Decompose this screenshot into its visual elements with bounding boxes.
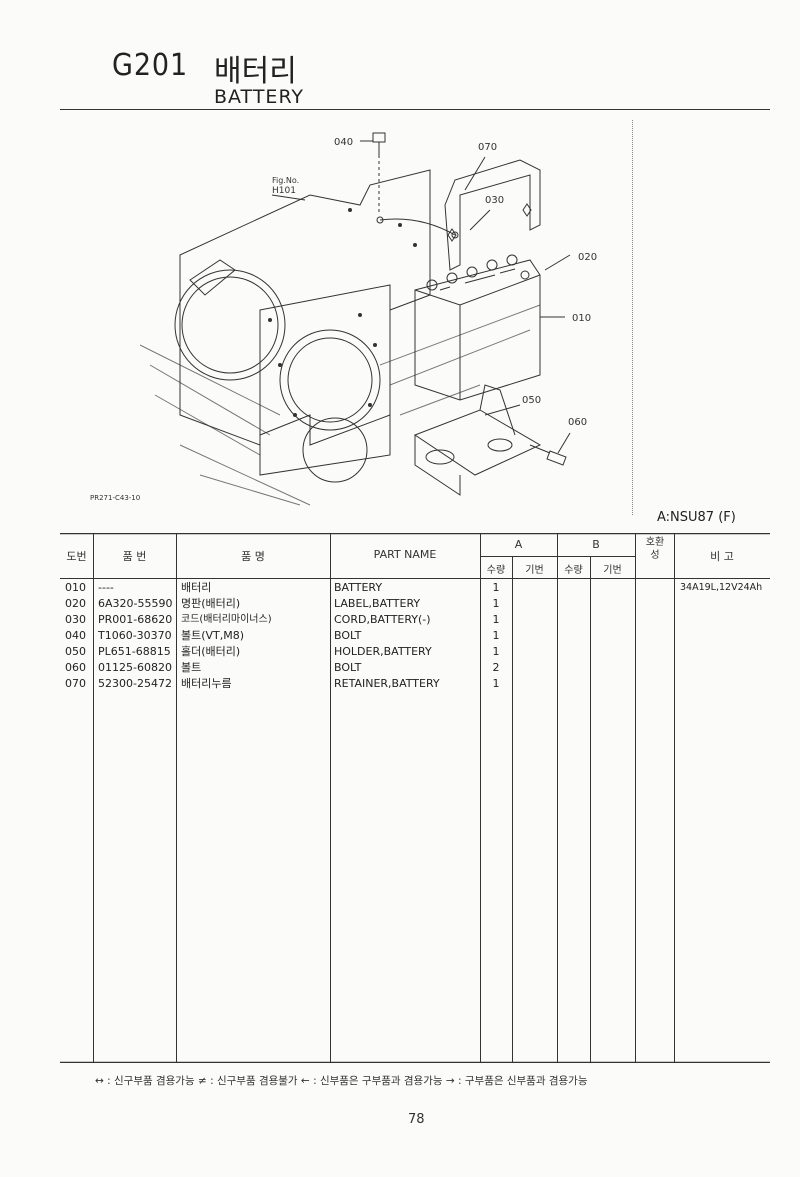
header-group-b: B (592, 538, 600, 551)
callout-060: 060 (568, 417, 587, 428)
cell-name-ko: 코드(배터리마이너스) (181, 614, 272, 625)
header-base-a: 기번 (525, 565, 544, 576)
header-qty-a: 수량 (486, 565, 506, 576)
header-compat: 호환성 (645, 537, 665, 561)
page-code: G201 (112, 48, 189, 83)
header-part-name: PART NAME (373, 548, 437, 561)
callout-070: 070 (478, 142, 497, 153)
cell-name-ko: 배터리 (181, 581, 212, 594)
page-title-english: BATTERY (214, 86, 305, 108)
cell-qty-a: 1 (492, 645, 500, 658)
header-rule (60, 109, 770, 110)
page-number: 78 (408, 1112, 425, 1127)
cell-part-name: BOLT (334, 661, 362, 674)
cell-part-no: ---- (98, 581, 114, 594)
cell-part-no: 52300-25472 (98, 677, 172, 690)
cell-part-name: BATTERY (334, 581, 383, 594)
cell-part-no: PR001-68620 (98, 613, 173, 626)
header-remarks: 비 고 (710, 550, 734, 563)
compatibility-legend: ↔ : 신구부품 겸용가능 ≠ : 신구부품 겸용불가 ← : 신부품은 구부품… (95, 1075, 588, 1087)
cell-name-ko: 배터리누름 (181, 677, 232, 690)
callout-040: 040 (334, 137, 353, 148)
cell-no: 050 (65, 645, 86, 658)
header-qty-b: 수량 (564, 565, 583, 576)
cell-qty-a: 1 (492, 581, 500, 594)
cell-qty-a: 1 (492, 597, 500, 610)
cell-no: 010 (65, 581, 86, 594)
cell-no: 020 (65, 597, 86, 610)
cell-part-name: CORD,BATTERY(-) (334, 613, 431, 626)
cell-no: 040 (65, 629, 86, 642)
cell-no: 030 (65, 613, 86, 626)
table-grid (60, 533, 770, 1063)
cell-name-ko: 볼트 (181, 661, 202, 674)
fig-no-label: Fig.No. (272, 176, 299, 185)
cell-name-ko: 볼트(VT,M8) (181, 629, 245, 642)
drawing-id: PR271-C43-10 (90, 494, 140, 502)
cell-part-name: LABEL,BATTERY (334, 597, 421, 610)
model-label: A:NSU87 (F) (657, 510, 736, 525)
page-title-korean: 배터리 (214, 54, 297, 89)
cell-remarks: 34A19L,12V24Ah (680, 582, 763, 593)
cell-qty-a: 1 (492, 677, 500, 690)
cell-part-name: HOLDER,BATTERY (334, 645, 432, 658)
header-part-no: 품 번 (122, 550, 147, 563)
cell-qty-a: 2 (492, 661, 500, 674)
callout-050: 050 (522, 395, 541, 406)
cell-qty-a: 1 (492, 613, 500, 626)
parts-table: 도번 품 번 품 명 PART NAME A B 수량 기번 수량 기번 호환성… (60, 533, 770, 1063)
cell-part-no: PL651-68815 (98, 645, 171, 658)
callout-010: 010 (572, 313, 591, 324)
cell-name-ko: 홀더(배터리) (181, 645, 241, 658)
header-group-a: A (514, 538, 523, 551)
cell-part-name: RETAINER,BATTERY (334, 677, 440, 690)
cell-no: 070 (65, 677, 86, 690)
cell-part-no: 6A320-55590 (98, 597, 173, 610)
cell-name-ko: 명판(배터리) (181, 597, 241, 610)
callout-030: 030 (485, 195, 504, 206)
cell-qty-a: 1 (492, 629, 500, 642)
callout-020: 020 (578, 252, 597, 263)
cell-part-no: T1060-30370 (98, 629, 172, 642)
cell-part-name: BOLT (334, 629, 362, 642)
header-base-b: 기번 (603, 565, 622, 576)
dotted-separator (632, 120, 633, 515)
cell-part-no: 01125-60820 (98, 661, 172, 674)
cell-no: 060 (65, 661, 86, 674)
exploded-parts-diagram: 040 070 030 020 010 050 060 Fig.No. H101… (90, 132, 597, 506)
header-no: 도번 (66, 550, 87, 563)
fig-no: H101 (272, 186, 296, 196)
header-name-ko: 품 명 (241, 550, 265, 563)
